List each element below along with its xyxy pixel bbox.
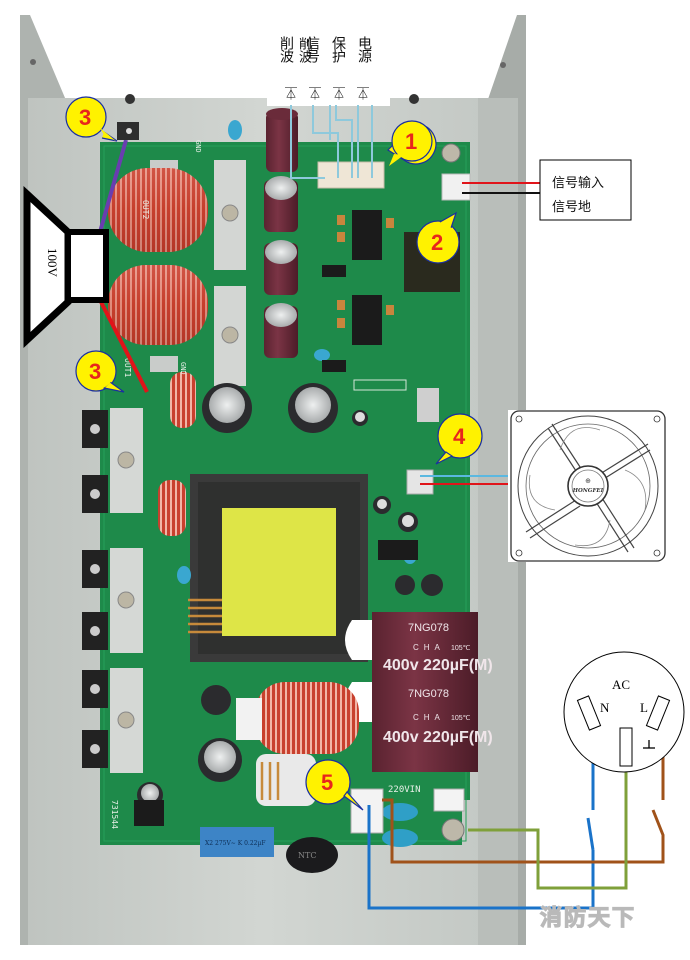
bulk-capacitor-label-1: 7NG078 CHA 105℃ 400v 220µF(M) <box>383 622 493 674</box>
callout-3-out2: 3 <box>65 96 118 142</box>
signal-label-box: 信号输入 信号地 <box>539 159 632 221</box>
callout-1: 1 <box>387 120 437 166</box>
x-capacitor-label: X2 275V~ K 0.22µF <box>205 840 266 847</box>
watermark: 消防天下 <box>540 906 636 931</box>
ac-power-socket: AC N L <box>563 651 685 773</box>
capacitor-rating: 400v 220µF(M) <box>383 657 493 674</box>
fan-struts-icon <box>525 423 651 553</box>
signal-input-wires <box>462 182 540 194</box>
ntc-label: NTC <box>298 851 316 860</box>
cooling-fan: ⊕ HONGFEI <box>508 410 668 562</box>
fan-frame-icon <box>510 410 666 562</box>
callout-number: 5 <box>321 770 333 795</box>
fan-shroud-icon <box>517 415 659 557</box>
live-label: L <box>640 700 648 715</box>
capacitor-series: CHA <box>413 713 445 722</box>
ac-input-connector <box>350 788 465 834</box>
capacitor-temp: 105℃ <box>451 715 471 722</box>
callout-number: 1 <box>405 129 417 154</box>
led-label-protect: 保护 <box>330 36 346 62</box>
callout-number: 4 <box>453 424 466 449</box>
callout-4: 4 <box>435 413 483 465</box>
neutral-pin-icon <box>576 695 602 731</box>
silk-label-out1: OUT1 <box>123 358 132 377</box>
input-choke <box>236 682 359 806</box>
bridge-rectifier <box>353 379 439 422</box>
led-legend-labels: 削波 信号 保护 电源 <box>276 36 388 80</box>
silk-label-gnd: GND <box>179 362 187 375</box>
ac-label: AC <box>612 677 630 692</box>
output-terminal-out2 <box>117 122 139 140</box>
x-capacitor: X2 275V~ K 0.22µF <box>200 827 274 857</box>
pcb-screws <box>441 143 465 842</box>
board-id: 731544 <box>110 800 119 829</box>
fan-hub-icon <box>567 465 609 507</box>
capacitor-series: CHA <box>413 643 445 652</box>
live-pin-icon <box>645 695 671 731</box>
electrolytic-capacitors-mid <box>202 383 443 596</box>
upper-heatsinks <box>150 160 246 386</box>
small-inductors <box>158 372 196 536</box>
earth-pin-icon <box>619 727 633 767</box>
ground-symbol-icon <box>643 740 655 749</box>
ac-socket-outline-icon <box>563 651 685 773</box>
led-label-power: 电源 <box>356 36 372 62</box>
signal-input-label: 信号输入 <box>552 175 604 191</box>
capacitor-temp: 105℃ <box>451 645 471 652</box>
aux-capacitors <box>137 685 242 808</box>
led-wires <box>290 105 373 179</box>
callout-number: 3 <box>79 105 91 130</box>
signal-input-connector <box>441 173 471 201</box>
fan-blades-icon <box>528 427 647 547</box>
silk-label-out2: OUT2 <box>141 200 150 219</box>
speaker-wires <box>98 139 149 393</box>
bulk-capacitor-label-2: 7NG078 CHA 105℃ 400v 220µF(M) <box>383 688 493 746</box>
silk-label-220vin: 220VIN <box>388 785 421 795</box>
led-label-signal: 信号 <box>304 36 320 62</box>
callout-number: 3 <box>89 359 101 384</box>
capacitor-code: 7NG078 <box>408 622 449 634</box>
electrolytic-capacitors-top <box>264 108 298 358</box>
output-toroid-coils <box>108 168 208 345</box>
mounting-hole <box>409 94 419 104</box>
led-label-clipping: 削波 <box>278 36 294 62</box>
fan-logo-icon: ⊕ <box>585 477 591 485</box>
silk-label-gnd: GND <box>194 140 202 153</box>
speaker-voltage-label: 100V <box>45 248 60 278</box>
callout-2: 2 <box>416 211 460 264</box>
power-transformer <box>188 474 368 662</box>
power-transistors <box>82 408 143 773</box>
signal-ground-label: 信号地 <box>552 200 591 215</box>
fan-connector <box>406 469 434 495</box>
capacitor-code: 7NG078 <box>408 688 449 700</box>
callout-5: 5 <box>305 759 364 811</box>
control-circuit <box>134 210 460 826</box>
mounting-hole <box>125 94 135 104</box>
fan-brand-label: HONGFEI <box>572 488 604 494</box>
led-diode-icon: ⏄ <box>330 84 348 104</box>
callout-3-out1: 3 <box>75 350 125 393</box>
led-diode-icon: ⏄ <box>354 84 372 104</box>
led-diode-icon: ⏄ <box>282 84 300 104</box>
capacitor-rating: 400v 220µF(M) <box>383 729 493 746</box>
callout-number: 2 <box>431 230 443 255</box>
speaker-symbol: 100V <box>23 185 109 349</box>
led-diode-icon: ⏄ <box>306 84 324 104</box>
led-icons: ⏄ ⏄ ⏄ ⏄ <box>282 84 382 106</box>
smd-components <box>337 215 394 328</box>
ntc-thermistor: NTC <box>286 837 338 873</box>
fan-wires <box>420 475 510 485</box>
neutral-label: N <box>600 700 610 715</box>
speaker-magnet-icon <box>65 229 109 303</box>
